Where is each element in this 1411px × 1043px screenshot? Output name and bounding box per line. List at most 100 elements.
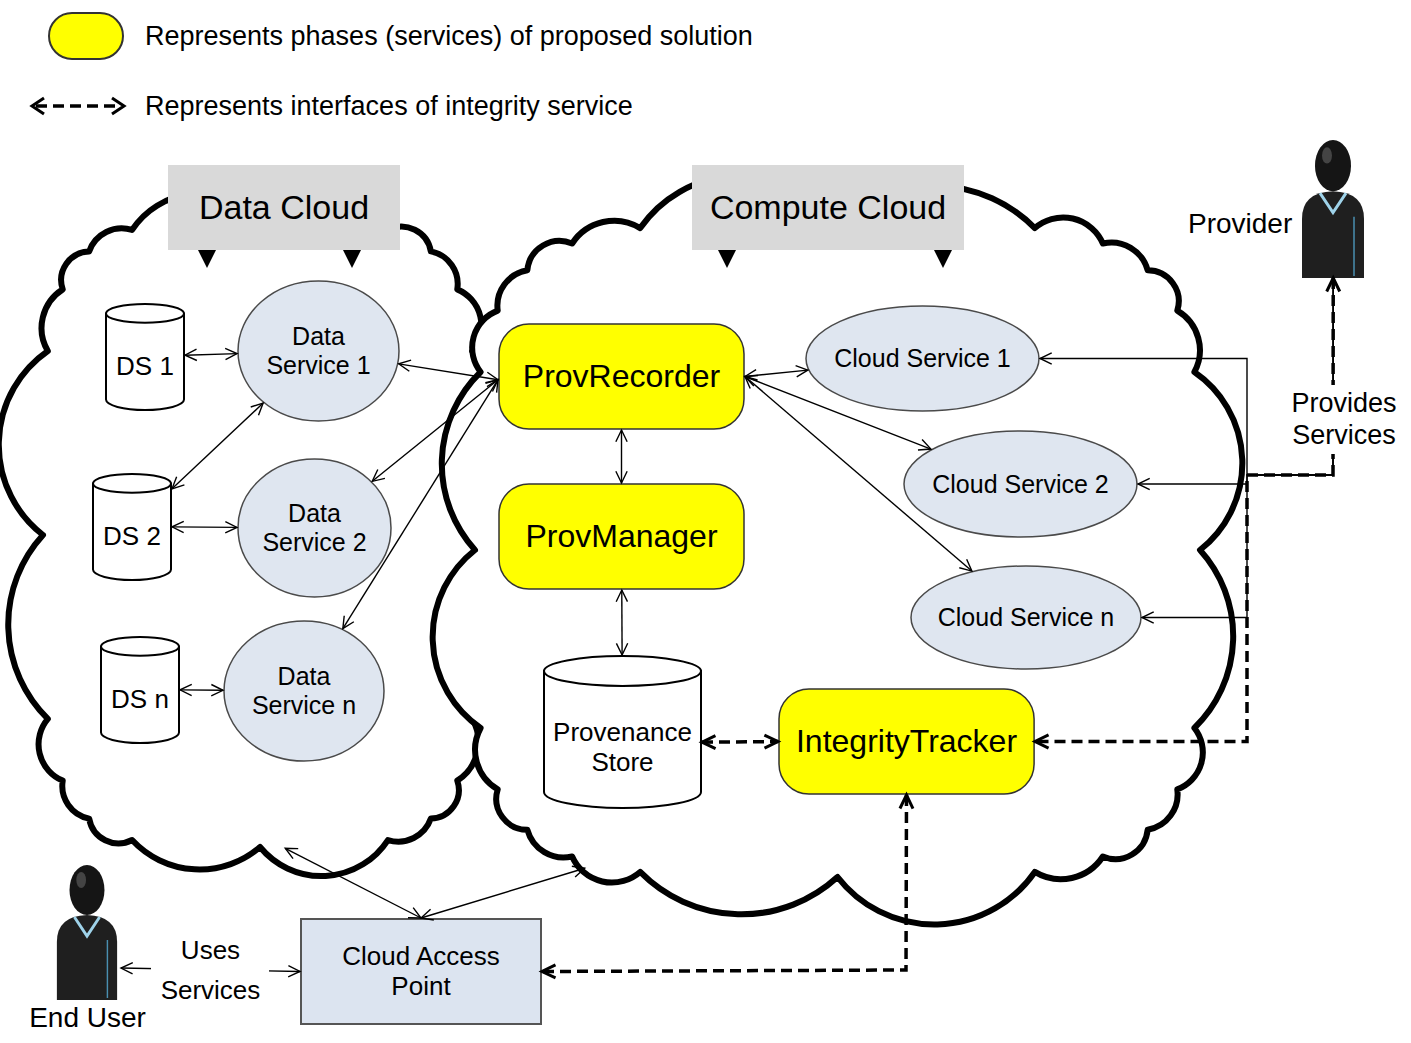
arrow-head bbox=[185, 349, 197, 360]
arrow-head bbox=[796, 366, 808, 377]
arrow-head bbox=[1040, 353, 1052, 364]
person-head bbox=[70, 865, 105, 915]
connector bbox=[616, 590, 628, 655]
cloud-title-holder: Compute Cloud bbox=[692, 165, 964, 250]
connector bbox=[745, 366, 808, 381]
arrow-head bbox=[745, 375, 758, 386]
connector bbox=[1138, 278, 1339, 490]
arrow-head bbox=[172, 477, 184, 489]
connector-line bbox=[745, 377, 972, 572]
cloud-service: Cloud Service 1 bbox=[805, 305, 1040, 412]
arrow-head bbox=[486, 372, 498, 383]
node-text: DS 1 bbox=[116, 352, 174, 382]
person-seam bbox=[107, 940, 108, 998]
arrow-head bbox=[900, 795, 913, 809]
actor-label-holder: End User bbox=[20, 1002, 155, 1034]
connector bbox=[285, 848, 421, 918]
service-ellipse bbox=[238, 281, 399, 421]
cylinder-top bbox=[106, 304, 184, 323]
service-ellipse bbox=[806, 306, 1039, 411]
node-text: Data Service n bbox=[244, 662, 364, 720]
arrow-head bbox=[616, 430, 627, 442]
arrow-head bbox=[225, 522, 237, 533]
callout-pointer bbox=[717, 248, 737, 268]
arrow-head bbox=[399, 360, 411, 371]
cloud-title-holder: Data Cloud bbox=[168, 165, 400, 250]
arrow-head bbox=[1138, 478, 1150, 489]
service-ellipse bbox=[911, 566, 1141, 669]
connector bbox=[542, 795, 913, 978]
connector bbox=[1142, 278, 1339, 623]
person-collar bbox=[74, 917, 99, 936]
callout-pointer bbox=[933, 248, 953, 268]
connector-line bbox=[745, 370, 808, 376]
arrow-head bbox=[1328, 278, 1339, 290]
connector bbox=[616, 430, 627, 483]
person-seam bbox=[1353, 217, 1355, 276]
node-text: ProvRecorder bbox=[523, 358, 720, 395]
arrow-head bbox=[1327, 278, 1340, 292]
data-store: DS n bbox=[100, 636, 180, 743]
node-text: Provenance Store bbox=[548, 718, 698, 778]
cloud-outline bbox=[433, 175, 1243, 924]
edge-label: Uses Services bbox=[151, 929, 269, 1010]
connector-line bbox=[185, 354, 237, 356]
node-text: Cloud Access Point bbox=[321, 942, 521, 1002]
arrow-head bbox=[616, 643, 627, 655]
cylinder-top bbox=[544, 656, 701, 686]
person-collar bbox=[1320, 193, 1346, 212]
connector bbox=[172, 403, 263, 489]
person-head-shine bbox=[1322, 147, 1332, 163]
provenance-store: Provenance Store bbox=[543, 655, 702, 808]
node-text: Cloud Service 2 bbox=[932, 470, 1108, 499]
connector-line bbox=[285, 848, 421, 918]
connector-line bbox=[542, 795, 907, 972]
arrow-head bbox=[616, 471, 627, 483]
phase-shape bbox=[499, 324, 744, 429]
arrow-head bbox=[745, 370, 757, 381]
arrow-head bbox=[343, 616, 354, 629]
node-outline bbox=[1185, 130, 1368, 278]
access-point-box: Cloud Access Point bbox=[300, 918, 542, 1025]
node-text: Cloud Service n bbox=[938, 603, 1114, 632]
arrow-head bbox=[288, 966, 300, 977]
node-text: Cloud Service 1 bbox=[834, 344, 1010, 373]
connector bbox=[343, 380, 498, 629]
arrow-head bbox=[1035, 735, 1049, 748]
label-holder: Provides Services bbox=[1284, 385, 1404, 454]
cloud-outline bbox=[0, 194, 521, 876]
actor-label-holder: Provider bbox=[1188, 208, 1292, 240]
connector-line bbox=[421, 868, 585, 918]
connector-line bbox=[621, 590, 623, 655]
connector-line bbox=[399, 364, 498, 380]
arrow-head bbox=[745, 377, 758, 389]
person-body bbox=[1302, 191, 1364, 278]
connector-line bbox=[343, 380, 498, 629]
compute-cloud: Compute CloudProvRecorder Cloud Service 1… bbox=[440, 165, 1235, 910]
phase-box: IntegrityTracker bbox=[778, 688, 1035, 795]
actor-label: End User bbox=[20, 1002, 155, 1034]
data-store: DS 1 bbox=[105, 303, 185, 410]
arrow-head bbox=[180, 684, 192, 695]
node-text: Data Service 1 bbox=[259, 322, 379, 380]
connector bbox=[185, 348, 237, 360]
connector bbox=[1040, 278, 1339, 475]
service-ellipse bbox=[224, 621, 384, 761]
legend-swatch bbox=[48, 12, 124, 60]
person-figure bbox=[1302, 140, 1364, 278]
person-figure bbox=[57, 865, 117, 1000]
connector-line bbox=[1040, 278, 1333, 475]
arrow-head bbox=[572, 866, 585, 877]
connector-line bbox=[702, 740, 778, 744]
connector bbox=[1035, 278, 1340, 748]
connector bbox=[745, 377, 972, 572]
data-cloud: Data CloudDS 1Data Service 1DS 2Data Ser… bbox=[10, 165, 515, 885]
cloud-title: Compute Cloud bbox=[692, 165, 964, 250]
arrow-head bbox=[1328, 278, 1339, 290]
person-head bbox=[1315, 140, 1351, 191]
connector-line bbox=[180, 689, 223, 691]
callout-pointer bbox=[342, 248, 362, 268]
phase-shape bbox=[779, 689, 1034, 794]
connector bbox=[172, 521, 237, 533]
